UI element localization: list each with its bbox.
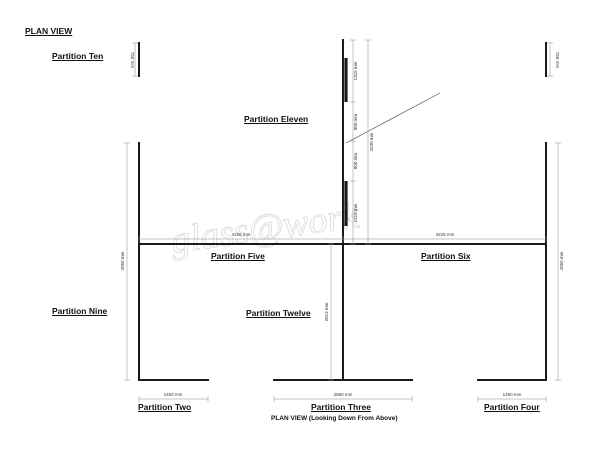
- label-partition-six: Partition Six: [421, 251, 471, 261]
- dim-label-twelve: 2813 mm: [324, 302, 329, 321]
- label-partition-eleven: Partition Eleven: [244, 114, 309, 124]
- watermark: glass@work: [168, 194, 362, 262]
- dim-label-eleven-top: 1315 mm: [353, 61, 358, 80]
- label-partition-two: Partition Two: [138, 402, 192, 412]
- label-partition-twelve: Partition Twelve: [246, 308, 311, 318]
- plan-caption: PLAN VIEW (Looking Down From Above): [271, 415, 398, 422]
- label-partition-five: Partition Five: [211, 251, 265, 261]
- label-partition-ten: Partition Ten: [52, 51, 104, 61]
- dim-label-door-lower: 800 mm: [353, 153, 358, 170]
- door-swing-line: [345, 92, 441, 144]
- dim-label-five: 4225 mm: [232, 232, 251, 237]
- dim-label-eleven-total: 4230 mm: [369, 132, 374, 151]
- dim-label-three: 2650 mm: [334, 392, 353, 397]
- dim-label-door-upper: 800 mm: [353, 114, 358, 131]
- label-partition-nine: Partition Nine: [52, 306, 108, 316]
- dim-label-two: 1450 mm: [164, 392, 183, 397]
- dim-label-eleven-bottom: 1315 mm: [353, 203, 358, 222]
- label-partition-four: Partition Four: [484, 402, 540, 412]
- dim-label-four: 1450 mm: [503, 392, 522, 397]
- dim-label-ten-right: 750 mm: [555, 52, 560, 69]
- dim-label-ten-left: 750 mm: [130, 52, 135, 69]
- label-partition-three: Partition Three: [311, 402, 371, 412]
- dim-label-nine-left: 4950 mm: [120, 251, 125, 270]
- dim-label-six: 4225 mm: [436, 232, 455, 237]
- page-title: PLAN VIEW: [25, 26, 73, 36]
- dim-label-nine-right: 4950 mm: [559, 251, 564, 270]
